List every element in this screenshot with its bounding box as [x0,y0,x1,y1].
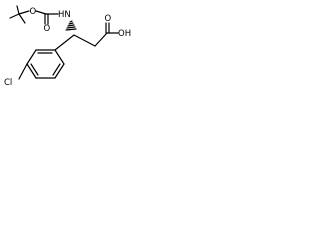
bond-ch2-to-carboxyl-c [94,32,108,47]
atom-label-o-acid: O [105,14,112,24]
atom-label-oh-acid: OH [118,29,131,39]
ring-inner-double-2 [30,63,39,76]
atom-label-nh: HN [58,10,71,20]
bond-tbu-methyl-2 [9,13,20,19]
bond-tbu-methyl-1 [16,5,20,15]
atom-label-o-ester: O [30,7,37,17]
bond-o-to-carbonyl-c [35,10,47,15]
ring-bond-3 [26,63,37,79]
bond-tbu-to-o [18,10,30,15]
ring-bond-6 [54,49,65,65]
atom-label-o-carbonyl: O [44,24,51,34]
bond-tbu-methyl-3 [18,13,26,24]
bond-n-to-stereocenter-hashed [65,20,77,31]
bond-stereocenter-to-ch2 [73,34,96,47]
ring-inner-double-3 [52,63,61,76]
bond-stereocenter-to-ring [54,34,75,51]
chemical-structure: O O HN O OH Cl [4,5,131,88]
ring-bond-5 [54,63,65,79]
structure-canvas: O O HN O OH Cl [0,0,148,102]
atom-label-chlorine: Cl [4,78,12,88]
ring-bond-2 [26,49,37,65]
bond-ring-to-cl [18,63,28,80]
